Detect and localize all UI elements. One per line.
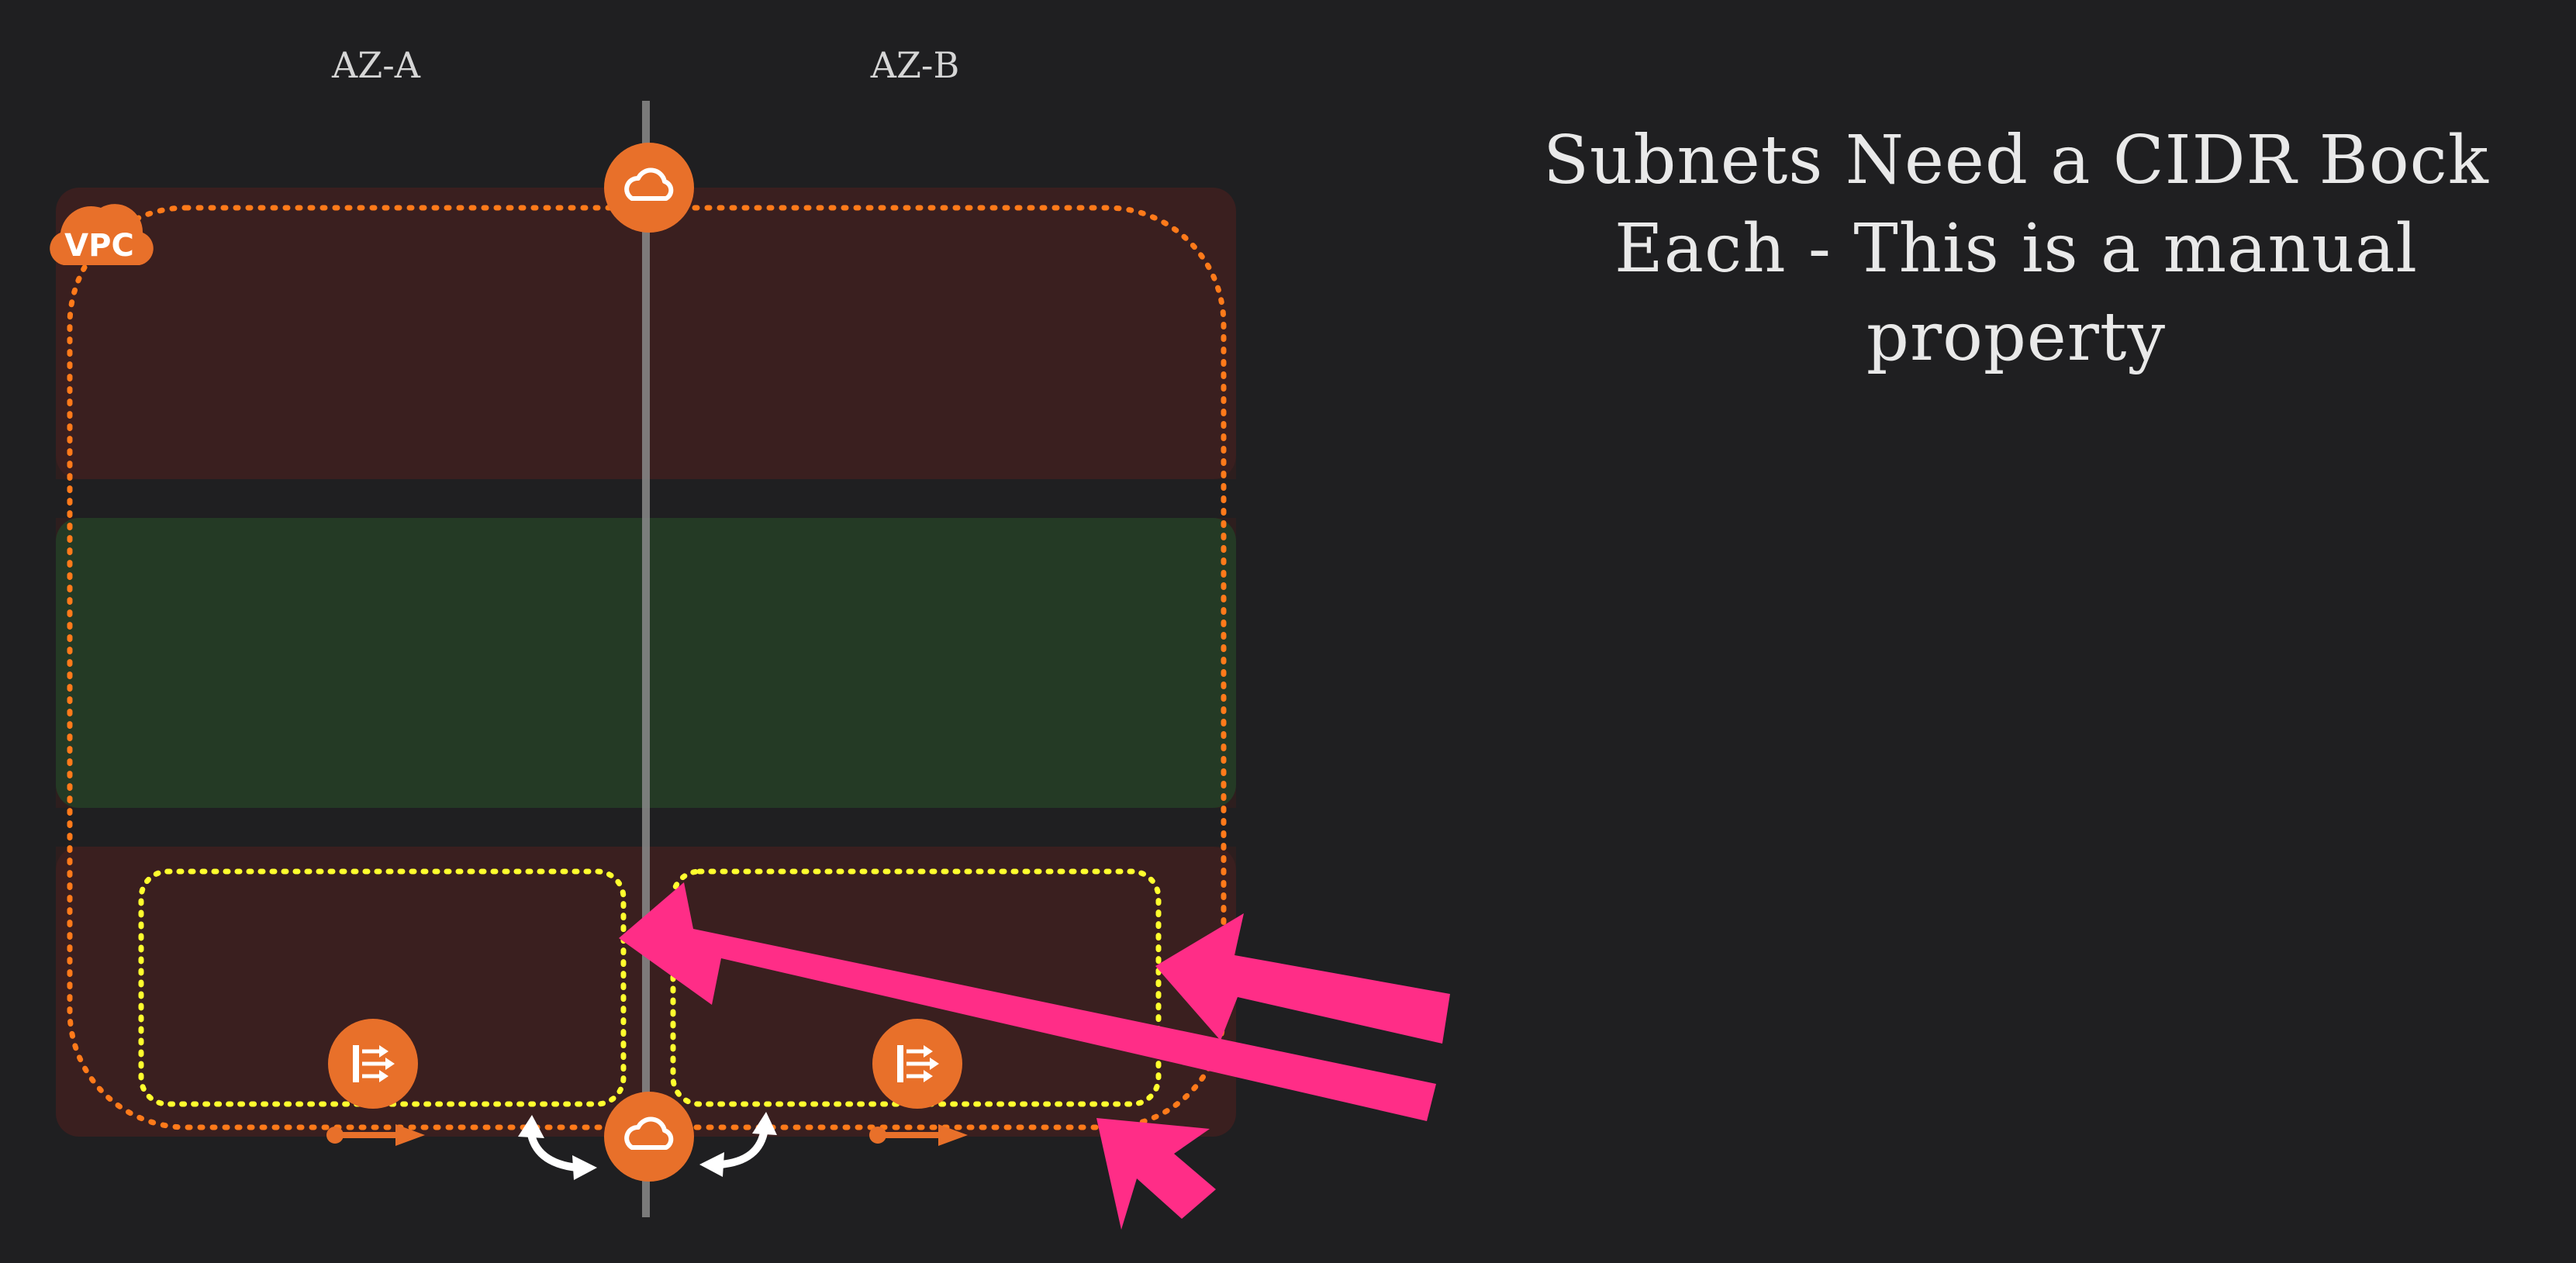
internet-gateway-icon [604,143,694,233]
vpc-cloud-icon [50,204,154,265]
az-b-label: AZ-B [870,44,960,86]
nat-gateway-az-a-icon [328,1019,418,1109]
bidirectional-arrow-icon [699,1112,777,1177]
slide-title: Subnets Need a CIDR Bock Each - This is … [1458,116,2574,381]
highlight-arrow-icon [619,882,1450,1230]
slide-title-line-2: Each - This is a manual [1614,210,2419,288]
nat-gateway-az-b-icon [872,1019,962,1109]
route-arrow-icon [326,1124,425,1146]
vpc-badge-label: VPC [64,228,134,264]
az-a-label: AZ-A [331,44,421,86]
virtual-private-gateway-icon [604,1092,694,1182]
route-arrow-icon [869,1124,968,1146]
slide-title-line-3: property [1866,298,2167,376]
slide-title-line-1: Subnets Need a CIDR Bock [1543,122,2489,199]
vpc-badge: VPC [50,204,154,265]
bidirectional-arrow-icon [518,1115,597,1180]
